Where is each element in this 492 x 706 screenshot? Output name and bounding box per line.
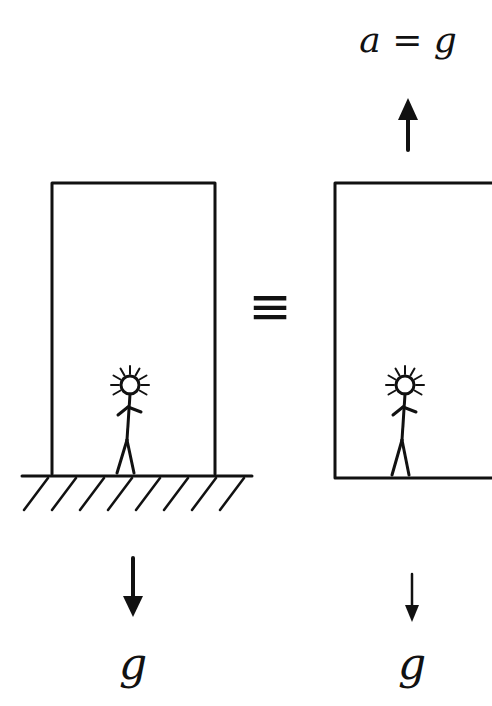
gravity-arrow [411, 574, 414, 608]
arrowhead [398, 98, 418, 120]
equivalence-sign: ≡ [248, 280, 292, 332]
ground-line [22, 475, 252, 478]
ground-hatching [24, 478, 244, 510]
acceleration-label: a = g [359, 22, 457, 58]
stick-figure [386, 366, 424, 475]
stick-figure [111, 366, 149, 473]
arrowhead [405, 605, 419, 622]
room-box [335, 183, 492, 478]
room-box [52, 183, 215, 474]
gravity-label: g [119, 642, 147, 686]
gravity-arrow [131, 558, 135, 600]
arrowhead [123, 596, 143, 617]
gravity-label: g [398, 642, 426, 686]
